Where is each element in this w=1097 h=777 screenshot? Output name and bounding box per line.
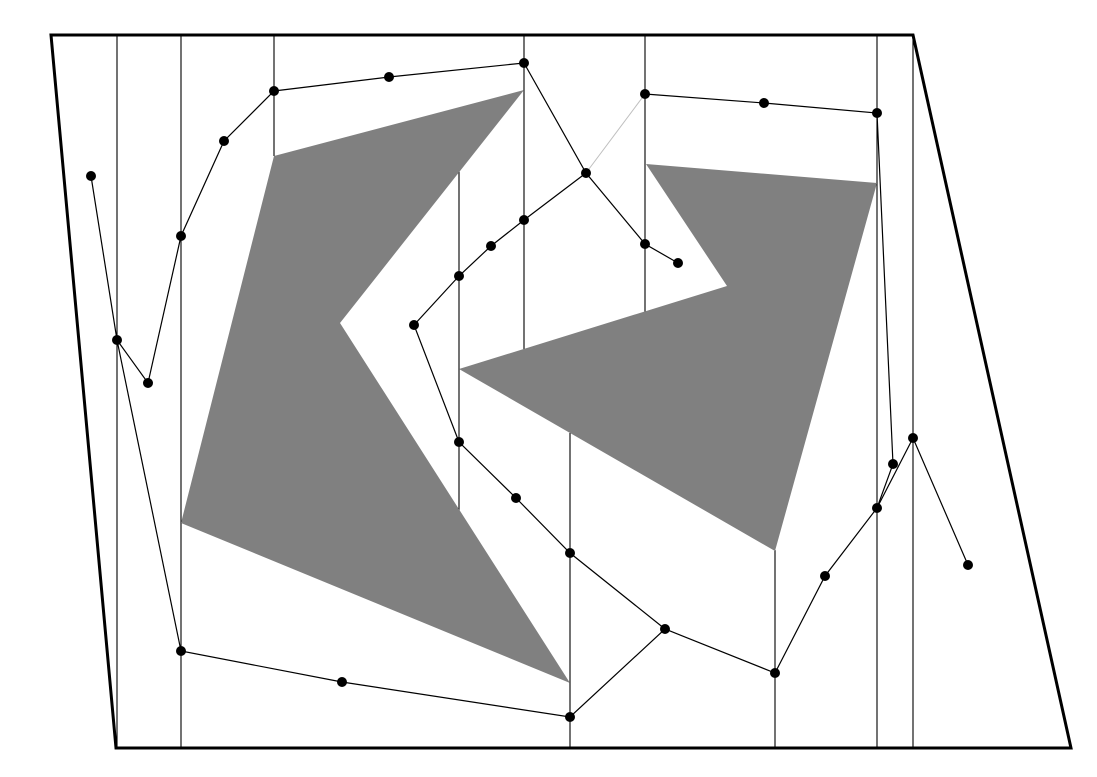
roadmap-node	[219, 136, 229, 146]
roadmap-node	[176, 646, 186, 656]
roadmap-node	[640, 239, 650, 249]
workspace-boundary	[49, 33, 1073, 750]
roadmap-node	[511, 493, 521, 503]
roadmap-node	[384, 72, 394, 82]
obstacles	[181, 90, 877, 683]
roadmap-node	[454, 437, 464, 447]
roadmap-node	[519, 215, 529, 225]
roadmap-node	[872, 503, 882, 513]
roadmap-node	[581, 168, 591, 178]
roadmap-node	[454, 271, 464, 281]
roadmap-node	[409, 320, 419, 330]
roadmap-node	[908, 433, 918, 443]
right-obstacle	[459, 164, 877, 551]
roadmap-node	[565, 548, 575, 558]
roadmap-node	[963, 560, 973, 570]
roadmap-node	[269, 86, 279, 96]
decomposition-lines	[116, 35, 914, 748]
faint-roadmap-edge	[585, 93, 646, 174]
roadmap-node	[86, 171, 96, 181]
roadmap-path	[876, 436, 969, 566]
roadmap-node	[673, 258, 683, 268]
roadmap-node	[143, 378, 153, 388]
roadmap-node	[519, 58, 529, 68]
roadmap-node	[486, 241, 496, 251]
roadmap-node	[820, 571, 830, 581]
left-obstacle	[181, 90, 570, 683]
roadmap-node	[112, 335, 122, 345]
roadmap-node	[872, 108, 882, 118]
roadmap-node	[660, 624, 670, 634]
roadmap-node	[770, 668, 780, 678]
roadmap-node	[759, 98, 769, 108]
roadmap-node	[565, 712, 575, 722]
roadmap-path	[116, 93, 894, 718]
roadmap-node	[888, 459, 898, 469]
roadmap-node	[176, 231, 186, 241]
roadmap-node	[337, 677, 347, 687]
roadmap-node	[640, 89, 650, 99]
roadmap-nodes	[86, 58, 973, 722]
